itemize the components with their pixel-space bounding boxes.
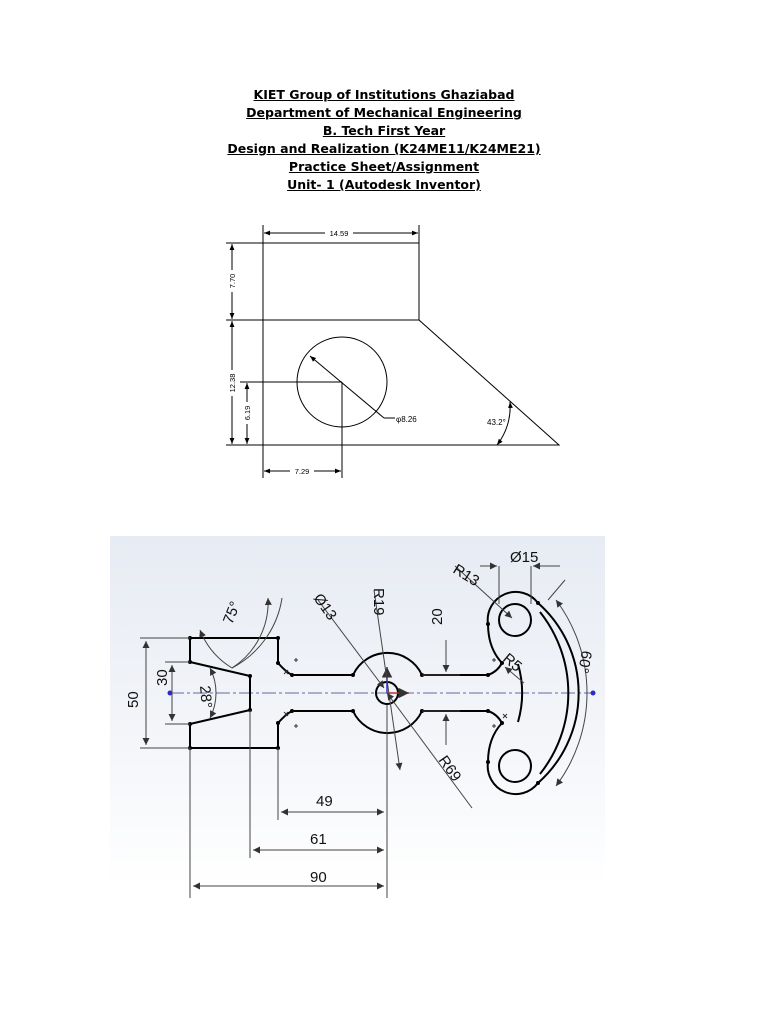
dim-height-top: 7.70 — [228, 274, 237, 289]
header-line-unit: Unit- 1 (Autodesk Inventor) — [287, 177, 481, 192]
header-line-institution: KIET Group of Institutions Ghaziabad — [253, 87, 515, 102]
drawing-2 — [140, 562, 596, 898]
dim-l90: 90 — [310, 869, 327, 886]
dim-diameter: φ8.26 — [396, 415, 417, 424]
dim-l61: 61 — [310, 831, 327, 848]
header-line-department: Department of Mechanical Engineering — [246, 105, 522, 120]
dim-a60: 60° — [574, 649, 595, 674]
diameter-leader — [309, 355, 385, 419]
dim-h20: 20 — [429, 608, 446, 625]
drawing-1-labels: 14.59 7.70 12.38 6.19 φ8.26 43.2° 7.29 — [226, 228, 506, 476]
drawing-1 — [226, 225, 561, 478]
dim-h30: 30 — [154, 669, 171, 686]
header-line-sheet: Practice Sheet/Assignment — [288, 159, 480, 174]
drawing-2-labels: Ø15 R13 R19 Ø13 75° 20 R5 60° 50 30 28° … — [125, 549, 595, 886]
part-outline — [262, 242, 561, 446]
part-2-outline — [189, 590, 580, 796]
dim-height-center: 6.19 — [243, 406, 252, 421]
dim-a28: 28° — [196, 685, 215, 709]
header-line-course: Design and Realization (K24ME11/K24ME21) — [227, 141, 541, 156]
dim-h50: 50 — [125, 691, 142, 708]
dim-l49: 49 — [316, 793, 333, 810]
drawing-2-background — [110, 536, 605, 886]
dim-angle: 43.2° — [487, 418, 506, 427]
dim-d15: Ø15 — [510, 549, 538, 566]
dim-center-x: 7.29 — [295, 467, 310, 476]
sheet-header: KIET Group of Institutions Ghaziabad Dep… — [0, 86, 768, 194]
dim-height-total: 12.38 — [228, 374, 237, 393]
header-line-year: B. Tech First Year — [322, 123, 446, 138]
dim-width-top: 14.59 — [330, 229, 349, 238]
dim-r19: R19 — [370, 588, 387, 616]
